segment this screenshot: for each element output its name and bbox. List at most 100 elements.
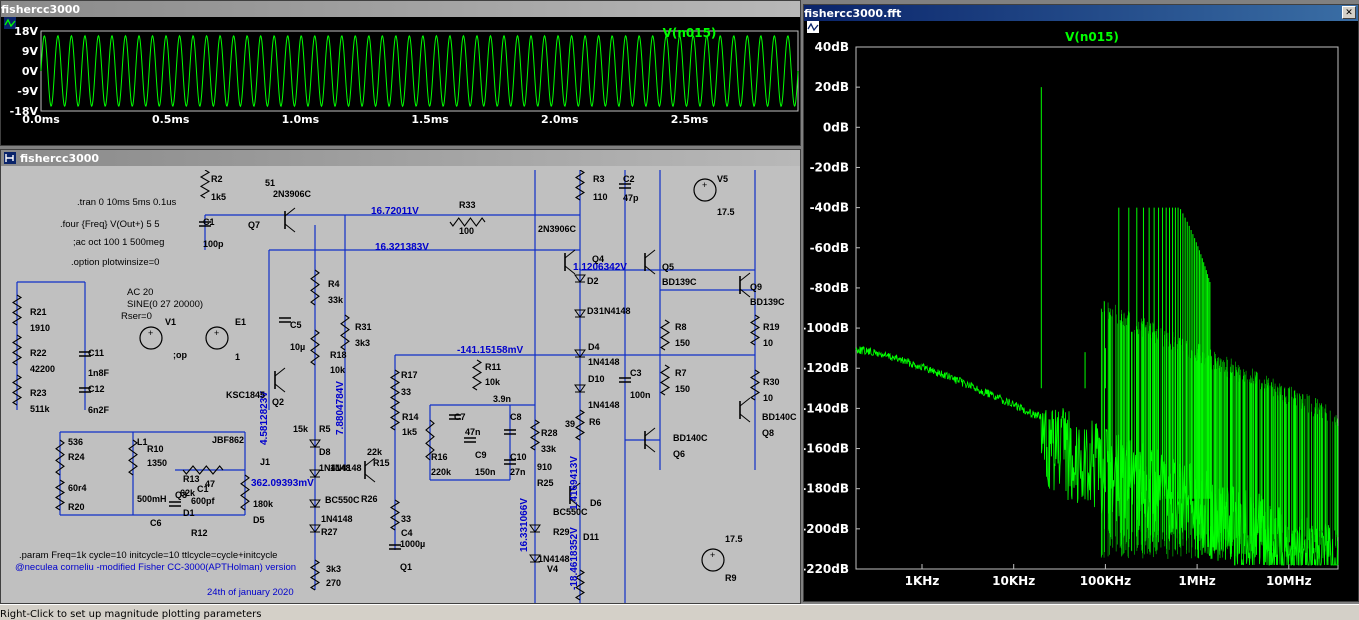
diode-body [574,349,586,358]
schematic-label: L1 [137,437,148,447]
schematic-label: 17.5 [717,207,735,217]
schematic-label: 33k [541,444,557,454]
schematic-label: .tran 0 10ms 5ms 0.1us [77,197,177,208]
schematic-label: R4 [328,279,340,289]
schematic-label: BD139C [662,277,697,287]
resistor [425,419,435,461]
schematic-label: D10 [588,374,605,384]
source-sign: + [214,328,219,338]
schematic-label: C11 [88,348,104,358]
transistor-lead [644,249,656,259]
schematic-label: 1N4148 [319,463,351,473]
schematic-label: -141.15158mV [457,345,523,356]
schematic-label: 51 [265,178,275,188]
time-plot-title: fishercc3000 [1,2,81,16]
resistor [574,569,586,601]
schematic-titlebar[interactable]: fishercc3000 [1,150,800,166]
schematic-label: 100n [630,390,651,400]
time-x-tick-label: 1.5ms [411,113,449,126]
schematic-label: 1N4148 [588,400,620,410]
source-sign: + [148,328,153,338]
schematic-label: V1 [165,317,176,327]
resistor [11,374,23,406]
schematic-label: 33k [328,295,344,305]
fft-y-tick-label: -100dB [804,321,849,335]
fft-plot-titlebar[interactable]: fishercc3000.fft ✕ [804,5,1358,33]
schematic-label: Q8 [762,428,774,438]
schematic-label: BD140C [673,433,708,443]
close-button[interactable]: ✕ [1342,6,1356,19]
resistor [574,409,586,441]
time-y-tick-label: 18V [14,25,38,38]
fft-y-tick-label: 40dB [815,40,849,54]
resistor [11,334,23,366]
schematic-label: 1N4148 [588,357,620,367]
diode-body [309,499,321,508]
fft-y-tick-label: -20dB [810,160,849,174]
schematic-label: C12 [88,384,105,394]
schematic-label: Q7 [248,220,260,230]
schematic-canvas[interactable]: ++++16.72011V16.321383V1.1206342V-141.15… [5,170,800,603]
resistor [471,359,483,391]
diode-body [309,524,321,533]
schematic-label: V5 [717,174,728,184]
schematic-label: C5 [290,320,302,330]
schematic-label: R15 [373,458,390,468]
fft-plot-canvas[interactable]: V(n015)40dB20dB0dB-20dB-40dB-60dB-80dB-1… [804,21,1358,601]
schematic-label: 1.4169413V [569,456,580,510]
resistor [55,439,65,476]
schematic-label: Q1 [400,562,412,572]
schematic-label: D4 [588,342,600,352]
schematic-title: fishercc3000 [20,151,100,165]
schematic-label: 1 [235,352,240,362]
source-circle [701,548,725,572]
schematic-label: 1k5 [211,192,226,202]
schematic-label: 1910 [30,323,50,333]
diode-body [574,384,586,393]
schematic-label: 2N3906C [273,189,312,199]
schematic-label: Q2 [272,397,284,407]
time-plot-titlebar[interactable]: fishercc3000 [1,1,800,29]
schematic-label: 10µ [290,342,305,352]
schematic-label: R29 [553,527,570,537]
schematic-label: C6 [150,518,162,528]
fft-x-tick-label: 10MHz [1266,574,1312,588]
transistor-lead [564,265,576,275]
schematic-label: R33 [459,200,476,210]
schematic-label: 1n8F [88,368,110,378]
time-trace-label: V(n015) [663,26,717,40]
schematic-label: 4.5812823V [259,391,270,445]
resistor [389,369,401,401]
diode-body [529,524,541,533]
fft-y-tick-label: -80dB [810,281,849,295]
schematic-label: .option plotwinsize=0 [71,257,159,268]
time-y-tick-label: 0V [22,65,39,78]
schematic-label: R5 [319,424,331,434]
schematic-label: R12 [191,528,208,538]
schematic-label: C3 [630,368,642,378]
source-circle [205,326,229,350]
fft-plot-frame [855,46,1339,570]
fft-x-tick-label: 100KHz [1080,574,1131,588]
transistor-lead [569,482,581,492]
schematic-label: 511k [30,404,51,414]
schematic-label: BD139C [750,297,785,307]
transistor-lead [284,207,296,217]
schematic-label: Q4 [592,254,604,264]
schematic-label: R2 [211,174,223,184]
schematic-label: R23 [30,388,47,398]
schematic-label: 60r4 [68,483,87,493]
transistor-lead [274,383,286,393]
fft-y-tick-label: -220dB [804,562,849,576]
schematic-label: R28 [541,428,558,438]
diode-body [309,439,321,448]
schematic-label: 16.331066V [519,498,530,552]
schematic-label: R18 [330,350,347,360]
schematic-label: R9 [725,573,737,583]
schematic-label: R8 [675,322,687,332]
schematic-label: D6 [590,498,602,508]
